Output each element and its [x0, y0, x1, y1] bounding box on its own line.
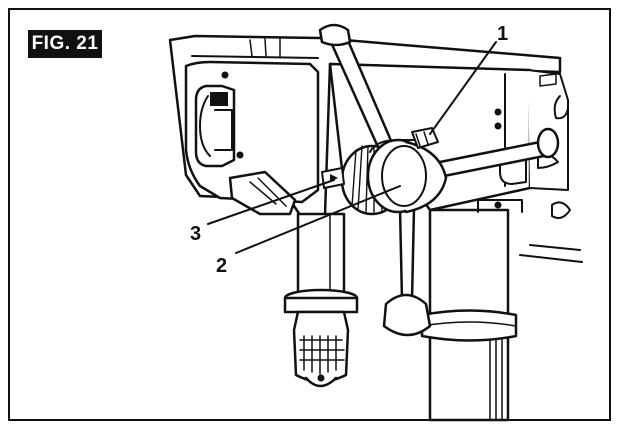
scale-pointer [321, 167, 345, 189]
callout-2-leader [235, 185, 401, 254]
callout-1: 1 [497, 23, 508, 45]
feed-handle-lower [382, 206, 432, 337]
callout-3: 3 [190, 223, 201, 245]
callout-2: 2 [216, 255, 227, 277]
feed-handle-right [428, 127, 560, 180]
callout-1-leader [429, 41, 497, 135]
figure-label: FIG. 21 [28, 30, 102, 58]
drill-chuck [292, 310, 350, 388]
spindle-quill [283, 212, 359, 314]
column-collar [420, 309, 518, 342]
feed-hub [366, 138, 448, 214]
feed-handle-upper [318, 23, 397, 158]
callout-3-leader [207, 179, 335, 225]
power-switch [194, 84, 236, 168]
